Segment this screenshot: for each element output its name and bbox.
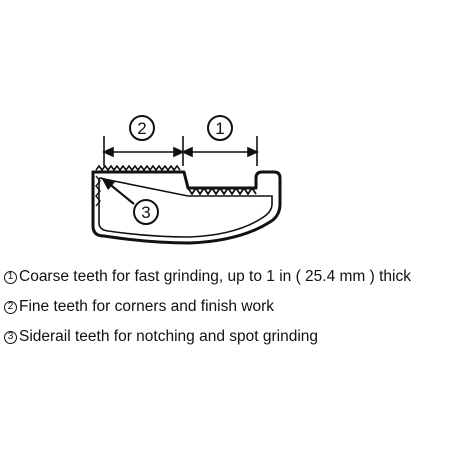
fine-teeth bbox=[95, 164, 181, 172]
dimension-lines bbox=[102, 136, 259, 166]
siderail-teeth bbox=[95, 175, 101, 207]
legend-text: Coarse teeth for fast grinding, up to 1 … bbox=[19, 268, 411, 285]
callout-circle bbox=[207, 115, 233, 141]
callout-coarse: 1 bbox=[207, 115, 233, 141]
arrowhead bbox=[173, 146, 185, 158]
profile-inner bbox=[98, 177, 273, 238]
callout-number: 1 bbox=[215, 119, 224, 138]
callout-number: 2 bbox=[137, 119, 146, 138]
callout-circle bbox=[129, 115, 155, 141]
tool-profile-diagram: 2 1 3 bbox=[91, 115, 282, 245]
callout-circle bbox=[133, 199, 159, 225]
callout-number: 3 bbox=[141, 203, 150, 222]
pointer-arrowhead bbox=[101, 177, 115, 190]
legend-number: 3 bbox=[4, 330, 17, 344]
legend-text: Siderail teeth for notching and spot gri… bbox=[19, 328, 319, 345]
arrowhead bbox=[247, 146, 259, 158]
callout-siderail: 3 bbox=[101, 177, 159, 225]
profile-outline bbox=[91, 170, 282, 245]
callout-fine: 2 bbox=[129, 115, 155, 141]
legend-text: Fine teeth for corners and finish work bbox=[19, 298, 275, 315]
arrowhead bbox=[181, 146, 193, 158]
coarse-teeth bbox=[187, 186, 257, 196]
legend-number: 2 bbox=[4, 300, 17, 314]
arrowhead bbox=[102, 146, 114, 158]
legend-number: 1 bbox=[4, 270, 17, 284]
tool-profile bbox=[91, 164, 282, 245]
